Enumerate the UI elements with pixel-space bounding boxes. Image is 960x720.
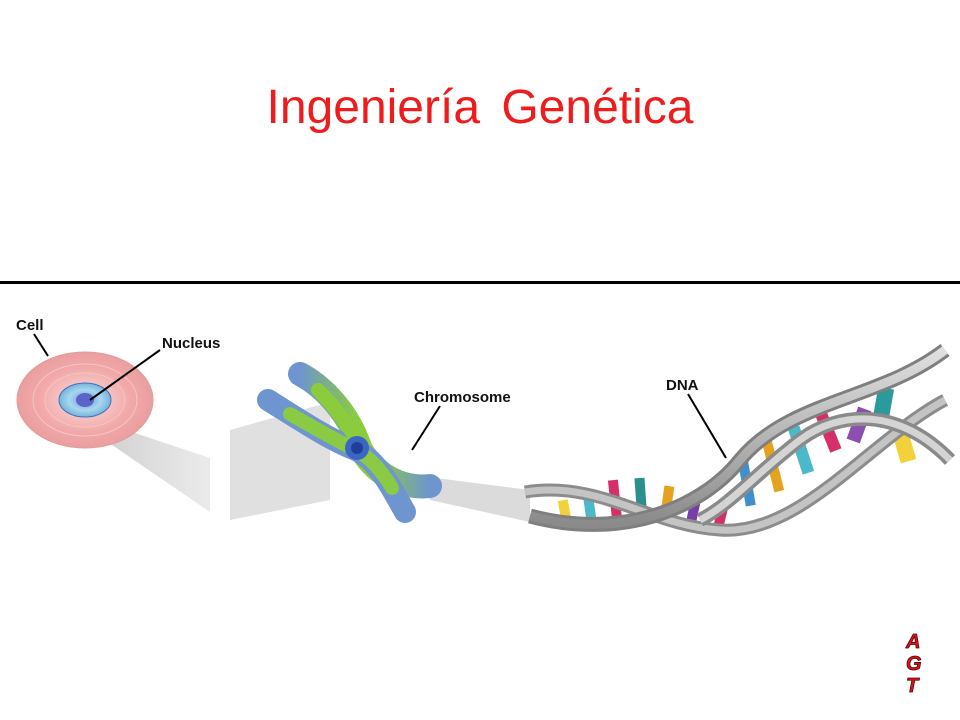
- dna-callout-line: [687, 393, 727, 459]
- nucleus-callout-line: [89, 349, 161, 401]
- agt-logo: A G T: [905, 631, 922, 698]
- cell-to-dna-diagram: Cell Nucleus Chromosome DNA: [16, 317, 956, 537]
- agt-logo-letter-a: A: [905, 631, 920, 653]
- zoom-beam-cell-to-chromosome: [96, 420, 210, 512]
- chromosome-illustration: [257, 362, 442, 523]
- divider-line: [0, 281, 960, 284]
- chromosome-callout-line: [411, 405, 441, 451]
- dna-label: DNA: [666, 377, 699, 394]
- agt-logo-letter-t: T: [906, 675, 920, 697]
- zoom-beam-chromosome-to-dna: [420, 476, 530, 522]
- cell-callout-line: [33, 333, 49, 357]
- chromosome-label: Chromosome: [414, 389, 511, 406]
- cell-illustration: [16, 351, 154, 449]
- agt-logo-letter-g: G: [906, 653, 922, 675]
- slide-title: Ingeniería Genética: [266, 81, 694, 134]
- cell-label: Cell: [16, 317, 44, 334]
- nucleus-label: Nucleus: [162, 335, 220, 352]
- dna-double-helix: [523, 344, 956, 537]
